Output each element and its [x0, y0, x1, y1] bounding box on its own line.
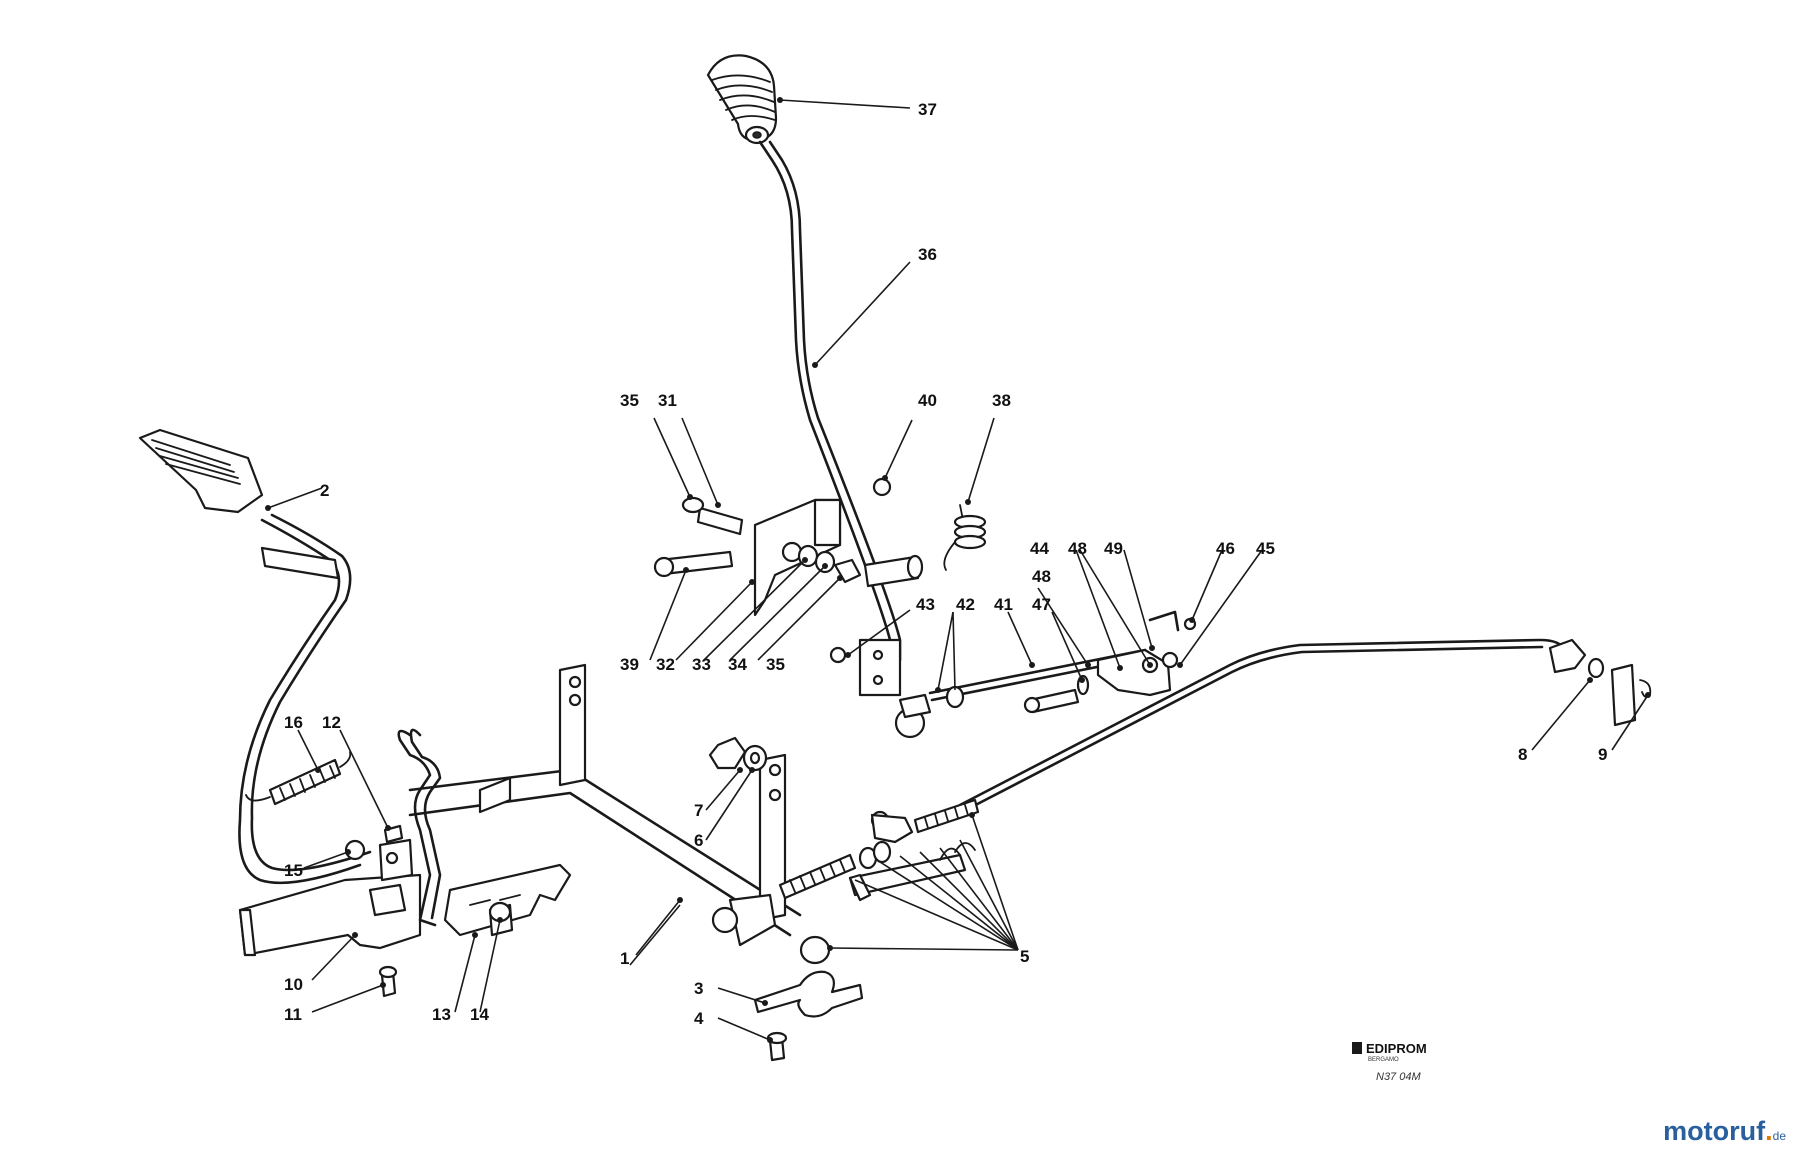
callout-10: 10 [284, 975, 303, 994]
callout-40: 40 [918, 391, 937, 410]
callout-7: 7 [694, 801, 703, 820]
callout-5: 5 [1020, 947, 1029, 966]
callout-31: 31 [658, 391, 677, 410]
callout-33: 33 [692, 655, 711, 674]
callout-6: 6 [694, 831, 703, 850]
callout-37: 37 [918, 100, 937, 119]
callout-38: 38 [992, 391, 1011, 410]
callout-42: 42 [956, 595, 975, 614]
stamp-subtitle: BERGAMO [1368, 1057, 1399, 1063]
callout-3: 3 [694, 979, 703, 998]
callout-36: 36 [918, 245, 937, 264]
leader-lines [265, 97, 1651, 1043]
tension-spring-assembly [778, 798, 980, 902]
callout-48-upper: 48 [1068, 539, 1087, 558]
callout-43: 43 [916, 595, 935, 614]
part-36-shift-lever [758, 140, 902, 697]
callout-4: 4 [694, 1009, 704, 1028]
callout-49: 49 [1104, 539, 1123, 558]
callout-16: 16 [284, 713, 303, 732]
callout-14: 14 [470, 1005, 489, 1024]
callout-35-bottom: 35 [766, 655, 785, 674]
long-control-rod [958, 638, 1652, 814]
part-37-grip-knob [706, 54, 778, 145]
watermark-part-c: de [1772, 1129, 1786, 1143]
callout-12: 12 [322, 713, 341, 732]
callout-48-lower: 48 [1032, 567, 1051, 586]
callout-13: 13 [432, 1005, 451, 1024]
callout-9: 9 [1598, 745, 1607, 764]
callout-2: 2 [320, 481, 329, 500]
callout-47: 47 [1032, 595, 1051, 614]
callout-41: 41 [994, 595, 1013, 614]
callout-44: 44 [1030, 539, 1049, 558]
callout-45: 45 [1256, 539, 1275, 558]
publisher-logo-icon [1352, 1042, 1362, 1054]
parts-3-4-clamp-screw [753, 970, 864, 1062]
callout-46: 46 [1216, 539, 1235, 558]
part-38-coil-spring [943, 504, 987, 571]
callout-32: 32 [656, 655, 675, 674]
callout-34: 34 [728, 655, 747, 674]
watermark: motoruf.de [1663, 1116, 1786, 1147]
callout-15: 15 [284, 861, 303, 880]
callout-39: 39 [620, 655, 639, 674]
pedal-bracket-assembly [238, 728, 572, 998]
link-rod-assembly [829, 610, 1197, 739]
callout-8: 8 [1518, 745, 1527, 764]
publisher-stamp: EDIPROM BERGAMO N37 04M [1352, 1041, 1427, 1083]
callout-11: 11 [284, 1005, 302, 1024]
parts-6-7-nut-washer [708, 736, 768, 772]
part-16-spring [245, 751, 352, 806]
callout-labels: 37 36 2 35 31 40 38 39 32 33 34 35 43 42… [284, 100, 1607, 1028]
callout-1: 1 [620, 949, 629, 968]
stamp-brand: EDIPROM [1366, 1041, 1427, 1056]
stamp-code: N37 04M [1376, 1071, 1421, 1083]
part-1-cross-shaft [408, 663, 831, 965]
pivot-bracket-assembly [653, 477, 924, 617]
watermark-part-a: motoruf [1663, 1116, 1766, 1146]
watermark-part-b: . [1765, 1116, 1773, 1146]
callout-35-top: 35 [620, 391, 639, 410]
part-2-pedal-arm [138, 428, 372, 885]
